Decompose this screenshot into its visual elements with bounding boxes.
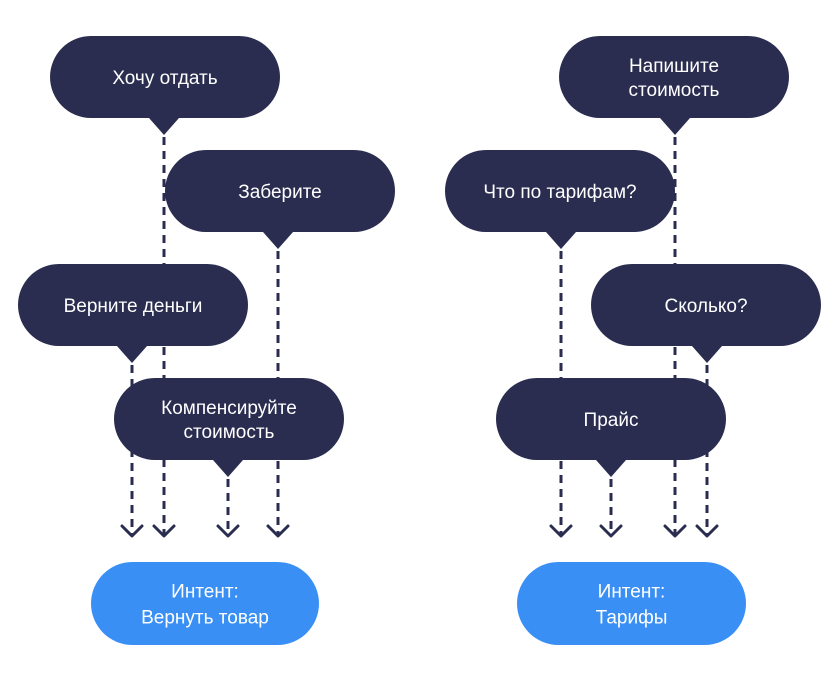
speech-bubble-shape	[114, 378, 344, 477]
phrase-text: Хочу отдать	[112, 68, 217, 89]
arrow-down-icon	[152, 524, 176, 538]
phrase-text: Заберите	[238, 182, 322, 203]
phrase-text: Сколько?	[664, 296, 747, 317]
phrase-text: Верните деньги	[64, 296, 203, 317]
phrase-text: Прайс	[584, 410, 639, 431]
phrase-bubble: Хочу отдать	[50, 36, 280, 135]
speech-bubble-shape	[591, 264, 821, 363]
intent-pill: Интент: Тарифы	[517, 562, 746, 645]
intents-layer: Интент: Вернуть товар Интент: Тарифы	[91, 562, 746, 645]
intent-pill-shape	[91, 562, 319, 645]
speech-bubble-shape	[50, 36, 280, 135]
phrase-text: Напишите	[629, 56, 719, 77]
arrow-down-icon	[216, 524, 240, 538]
intent-pill-shape	[517, 562, 746, 645]
arrow-down-icon	[266, 524, 290, 538]
arrow-down-icon	[120, 524, 144, 538]
intent-label: Вернуть товар	[141, 608, 269, 629]
speech-bubble-shape	[165, 150, 395, 249]
intent-label: Тарифы	[596, 608, 668, 629]
speech-bubble-shape	[559, 36, 789, 135]
phrase-bubble: Верните деньги	[18, 264, 248, 363]
speech-bubble-shape	[496, 378, 726, 477]
phrase-text: стоимость	[184, 422, 275, 443]
arrow-down-icon	[695, 524, 719, 538]
arrow-down-icon	[549, 524, 573, 538]
intent-label: Интент:	[598, 582, 666, 603]
phrase-text: стоимость	[629, 80, 720, 101]
phrase-bubble: Что по тарифам?	[445, 150, 675, 249]
phrase-text: Что по тарифам?	[483, 182, 636, 203]
phrase-bubble: Сколько?	[591, 264, 821, 363]
intent-pill: Интент: Вернуть товар	[91, 562, 319, 645]
arrow-down-icon	[663, 524, 687, 538]
speech-bubble-shape	[445, 150, 675, 249]
arrow-down-icon	[599, 524, 623, 538]
phrase-bubble: Заберите	[165, 150, 395, 249]
phrase-bubble: Прайс	[496, 378, 726, 477]
phrase-bubble: Компенсируйте стоимость	[114, 378, 344, 477]
phrase-bubble: Напишите стоимость	[559, 36, 789, 135]
speech-bubble-shape	[18, 264, 248, 363]
intent-label: Интент:	[171, 582, 239, 603]
phrase-text: Компенсируйте	[161, 398, 297, 419]
arrows-layer	[120, 524, 719, 538]
